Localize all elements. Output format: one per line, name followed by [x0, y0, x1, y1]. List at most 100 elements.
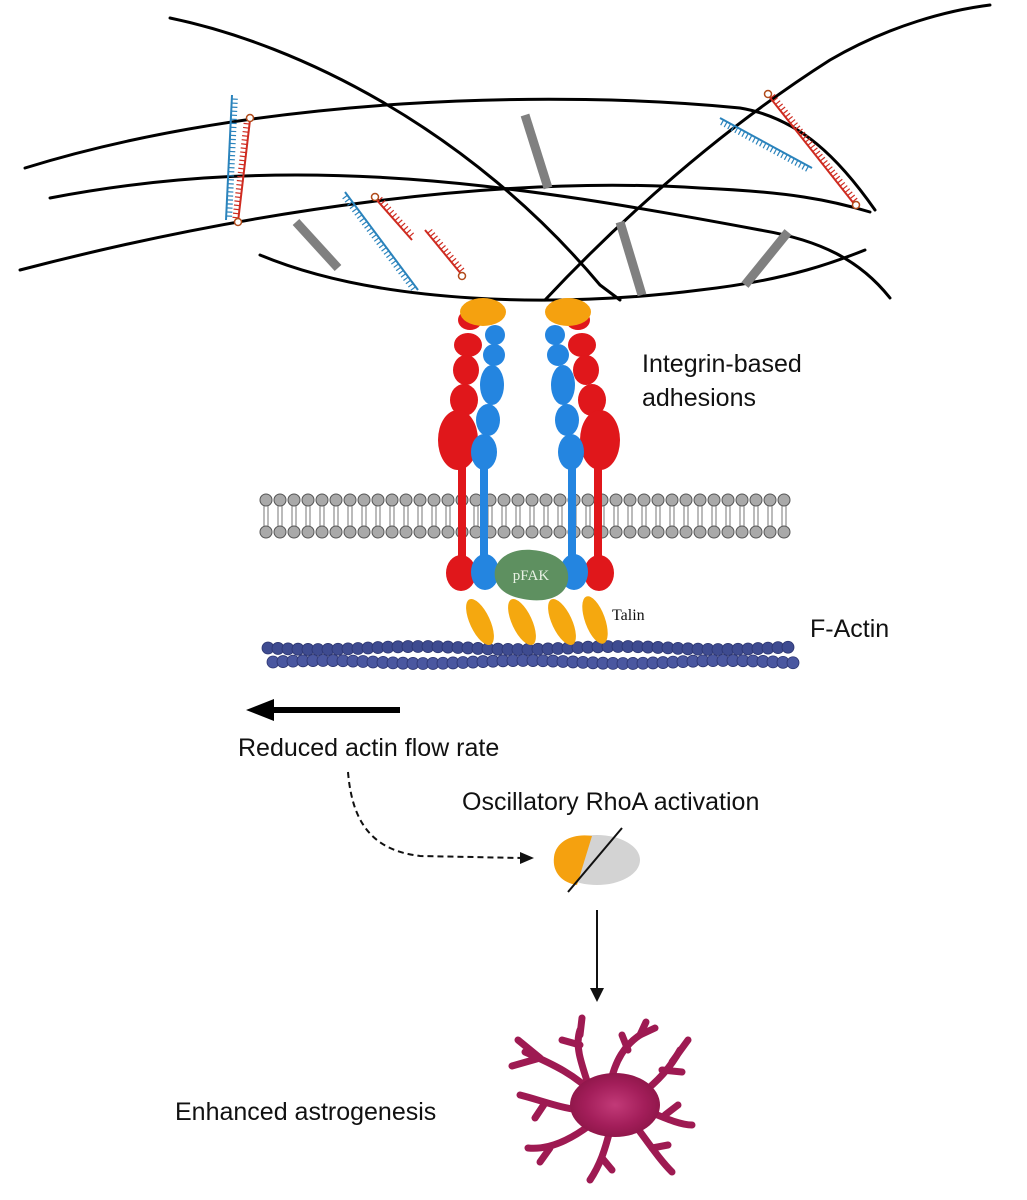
- talin: [548, 598, 576, 646]
- rhoa-active-half: [553, 835, 592, 885]
- lipid-head: [763, 493, 777, 507]
- lipid-head: [511, 493, 525, 507]
- crosslinkers: [292, 113, 792, 297]
- lipid-head: [721, 525, 735, 539]
- lipid-head: [735, 525, 749, 539]
- alpha-subunit-right: [566, 310, 620, 591]
- dna-crosslinkers: [225, 89, 861, 291]
- lipid-head: [665, 493, 679, 507]
- lipid-head: [679, 525, 693, 539]
- crosslinker: [741, 229, 792, 288]
- lipid-head: [679, 493, 693, 507]
- lipid-head: [287, 493, 301, 507]
- lipid-head: [413, 493, 427, 507]
- lipid-head: [777, 493, 791, 507]
- talin: [582, 596, 608, 644]
- lipid-head: [651, 525, 665, 539]
- lipid-head: [511, 525, 525, 539]
- integrin-left: [438, 298, 506, 591]
- lipid-head: [357, 493, 371, 507]
- lipid-head: [343, 525, 357, 539]
- lipid-head: [385, 493, 399, 507]
- lipid-head: [329, 493, 343, 507]
- lipid-head: [385, 525, 399, 539]
- lipid-head: [301, 493, 315, 507]
- lipid-head: [539, 525, 553, 539]
- f-actin-filament: [261, 640, 800, 670]
- lipid-head: [749, 493, 763, 507]
- lipid-head: [413, 525, 427, 539]
- lipid-head: [329, 525, 343, 539]
- alpha-subunit-left: [438, 310, 482, 591]
- lipid-bilayer: [259, 493, 791, 539]
- actin-monomer: [786, 656, 800, 670]
- fiber-3: [18, 183, 872, 272]
- lipid-head: [623, 493, 637, 507]
- f-actin-label: F-Actin: [810, 615, 889, 643]
- lipid-head: [497, 493, 511, 507]
- dashed-curved-arrow-icon: [347, 771, 534, 864]
- lipid-head: [427, 525, 441, 539]
- rhoa-switch: [553, 827, 640, 893]
- lipid-head: [693, 525, 707, 539]
- astrogenesis-label: Enhanced astrogenesis: [175, 1098, 436, 1126]
- crosslinker: [292, 218, 342, 272]
- integrin-label-line1: Integrin-based: [642, 350, 802, 378]
- pfak-label: pFAK: [513, 568, 550, 584]
- lipid-head: [637, 525, 651, 539]
- crosslinker: [615, 220, 647, 297]
- lipid-head: [315, 525, 329, 539]
- lipid-head: [441, 493, 455, 507]
- lipid-head: [581, 525, 595, 539]
- lipid-head: [273, 525, 287, 539]
- lipid-head: [707, 493, 721, 507]
- talin: [466, 598, 494, 646]
- lipid-head: [721, 493, 735, 507]
- lipid-head: [693, 493, 707, 507]
- crosslinker: [520, 113, 553, 190]
- lipid-head: [371, 493, 385, 507]
- talin-molecules: [466, 596, 608, 646]
- fiber-4: [168, 16, 622, 302]
- beta-subunit-right: [545, 325, 588, 590]
- lipid-head: [399, 493, 413, 507]
- integrin-right: [545, 298, 620, 591]
- lipid-head: [665, 525, 679, 539]
- integrin-head-left: [460, 298, 506, 326]
- left-arrow-icon: [246, 699, 400, 721]
- pfak-shape: [494, 549, 569, 601]
- beta-subunit-left: [471, 325, 505, 590]
- pfak-complex: pFAK: [494, 549, 569, 601]
- down-arrow-icon: [590, 910, 604, 1002]
- rhoa-divider: [567, 827, 623, 893]
- lipid-head: [427, 493, 441, 507]
- lipid-head: [525, 493, 539, 507]
- talin-label: Talin: [612, 607, 645, 624]
- integrin-head-right: [545, 298, 591, 326]
- rhoa-label: Oscillatory RhoA activation: [462, 788, 759, 816]
- lipid-head: [553, 493, 567, 507]
- lipid-head: [609, 493, 623, 507]
- astrocyte-icon: [508, 1014, 696, 1184]
- talin: [508, 598, 536, 646]
- lipid-head: [399, 525, 413, 539]
- lipid-head: [651, 493, 665, 507]
- lipid-head: [441, 525, 455, 539]
- fiber-6: [258, 248, 867, 302]
- ecm-fibers: [18, 3, 992, 302]
- lipid-head: [259, 493, 273, 507]
- lipid-head: [623, 525, 637, 539]
- lipid-head: [581, 493, 595, 507]
- lipid-head: [371, 525, 385, 539]
- lipid-head: [301, 525, 315, 539]
- integrin-label-line2: adhesions: [642, 384, 756, 412]
- lipid-head: [609, 525, 623, 539]
- actin-flow-label: Reduced actin flow rate: [238, 734, 499, 762]
- lipid-head: [553, 525, 567, 539]
- lipid-head: [287, 525, 301, 539]
- lipid-head: [357, 525, 371, 539]
- lipid-head: [259, 525, 273, 539]
- lipid-head: [637, 493, 651, 507]
